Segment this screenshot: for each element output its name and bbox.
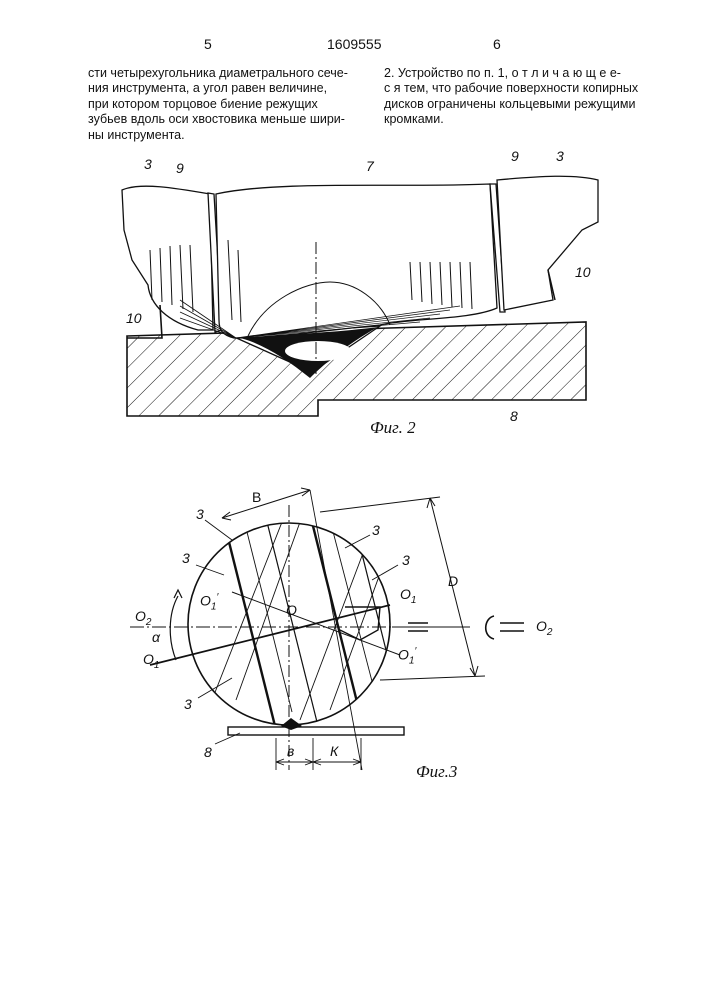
label-b: в	[287, 743, 294, 759]
label-3-a: 3	[196, 506, 204, 522]
right-disc-3	[497, 176, 598, 310]
disc-bands	[212, 514, 406, 730]
shank	[340, 607, 524, 640]
workpiece-8	[127, 322, 586, 416]
label-3-c: 3	[182, 550, 190, 566]
figure-3	[130, 488, 524, 770]
label-O1-left: O1	[143, 651, 159, 671]
label-3-b: 3	[372, 522, 380, 538]
label-O1-prime-right: O1′	[398, 646, 416, 666]
label-9-right: 9	[511, 148, 519, 164]
label-O: O	[286, 602, 297, 618]
figure-2-caption: Фиг. 2	[370, 418, 416, 438]
label-3-top-right: 3	[556, 148, 564, 164]
label-3-top-left: 3	[144, 156, 152, 172]
label-O1-right: O1	[400, 586, 416, 606]
label-O2-left: O2	[135, 608, 151, 628]
label-alpha: α	[152, 629, 160, 645]
label-10-right: 10	[575, 264, 591, 280]
label-D: D	[448, 573, 458, 589]
figure-2	[122, 176, 598, 416]
label-O2-right: O2	[536, 618, 552, 638]
label-3-e: 3	[184, 696, 192, 712]
label-9-left: 9	[176, 160, 184, 176]
axis-o1-prime	[232, 592, 400, 655]
label-7: 7	[366, 158, 374, 174]
label-8-fig3: 8	[204, 744, 212, 760]
figure-3-caption: Фиг.3	[416, 762, 457, 782]
label-B: B	[252, 489, 261, 505]
workpiece-strip-8	[228, 727, 404, 735]
label-3-d: 3	[402, 552, 410, 568]
label-O1-prime-left: O1′	[200, 592, 218, 612]
label-K: К	[330, 743, 338, 759]
label-10-left: 10	[126, 310, 142, 326]
axis-o1	[150, 605, 390, 665]
label-8: 8	[510, 408, 518, 424]
